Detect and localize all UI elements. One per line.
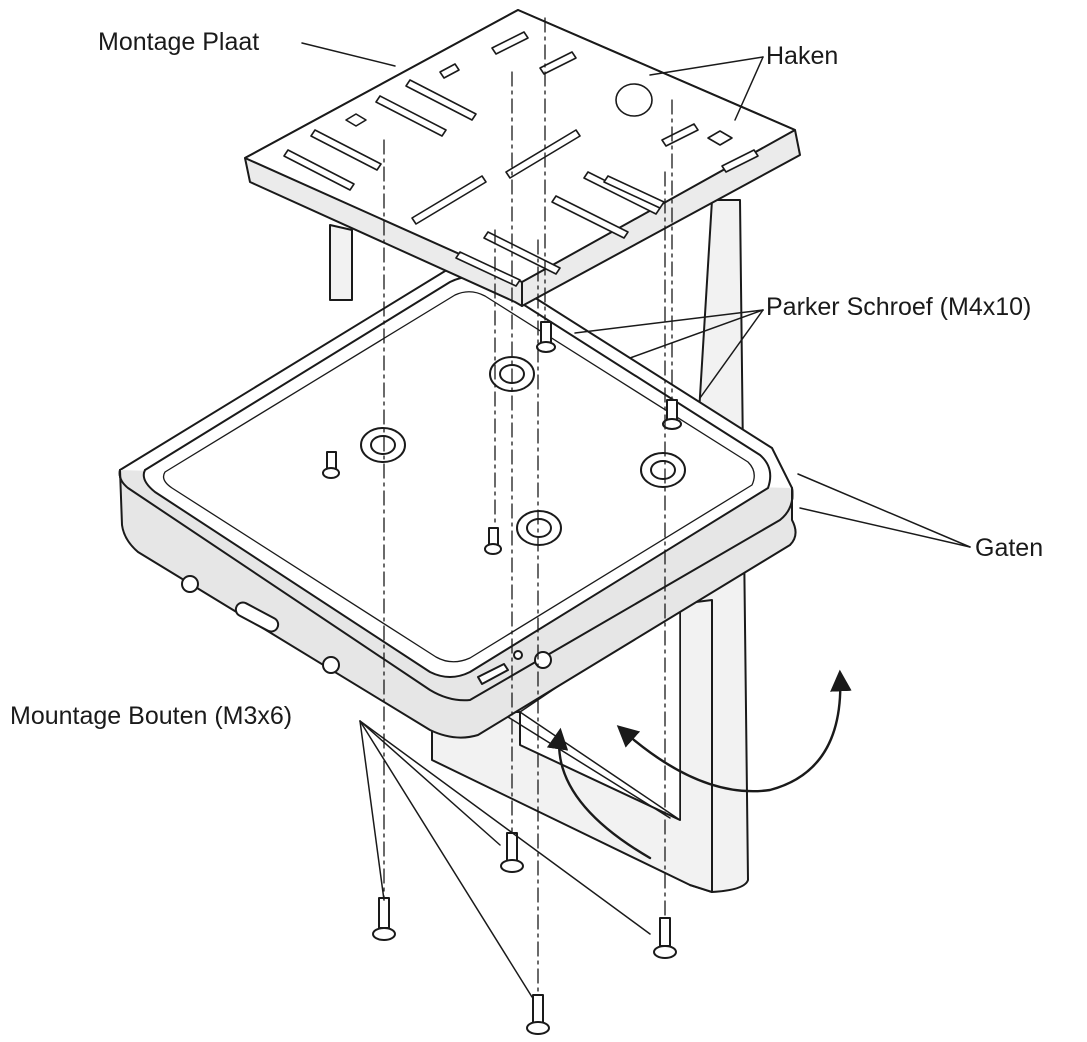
mounting-hole xyxy=(516,510,562,546)
parker-screw xyxy=(484,527,502,555)
parker-screw xyxy=(662,399,682,430)
leader-lines xyxy=(301,42,971,998)
housing-tray xyxy=(118,262,797,739)
parker-screw xyxy=(536,321,556,353)
mounting-bolt xyxy=(500,832,524,873)
mounting-hole xyxy=(640,452,686,488)
label-mounting-plate: Montage Plaat xyxy=(98,28,260,56)
mounting-bolts xyxy=(372,832,677,1035)
mounting-bolt xyxy=(653,917,677,959)
parker-screw xyxy=(322,451,340,479)
plate-round-hole xyxy=(615,83,653,117)
assembly-axis-lines xyxy=(383,17,673,1011)
swivel-arrow xyxy=(616,669,852,793)
fold-arrow xyxy=(546,727,652,860)
rotation-arrows xyxy=(546,669,852,860)
mounting-hole xyxy=(360,427,406,463)
plate-slots xyxy=(283,31,759,287)
label-holes: Gaten xyxy=(975,534,1044,562)
label-mounting-bolts: Mountage Bouten (M3x6) xyxy=(10,702,293,730)
mounting-bolt xyxy=(526,994,550,1035)
mounting-holes xyxy=(360,356,686,546)
mounting-bolt xyxy=(372,897,396,941)
label-hooks: Haken xyxy=(766,42,839,70)
label-parker-screw: Parker Schroef (M4x10) xyxy=(766,293,1032,321)
parker-screws xyxy=(322,321,682,555)
